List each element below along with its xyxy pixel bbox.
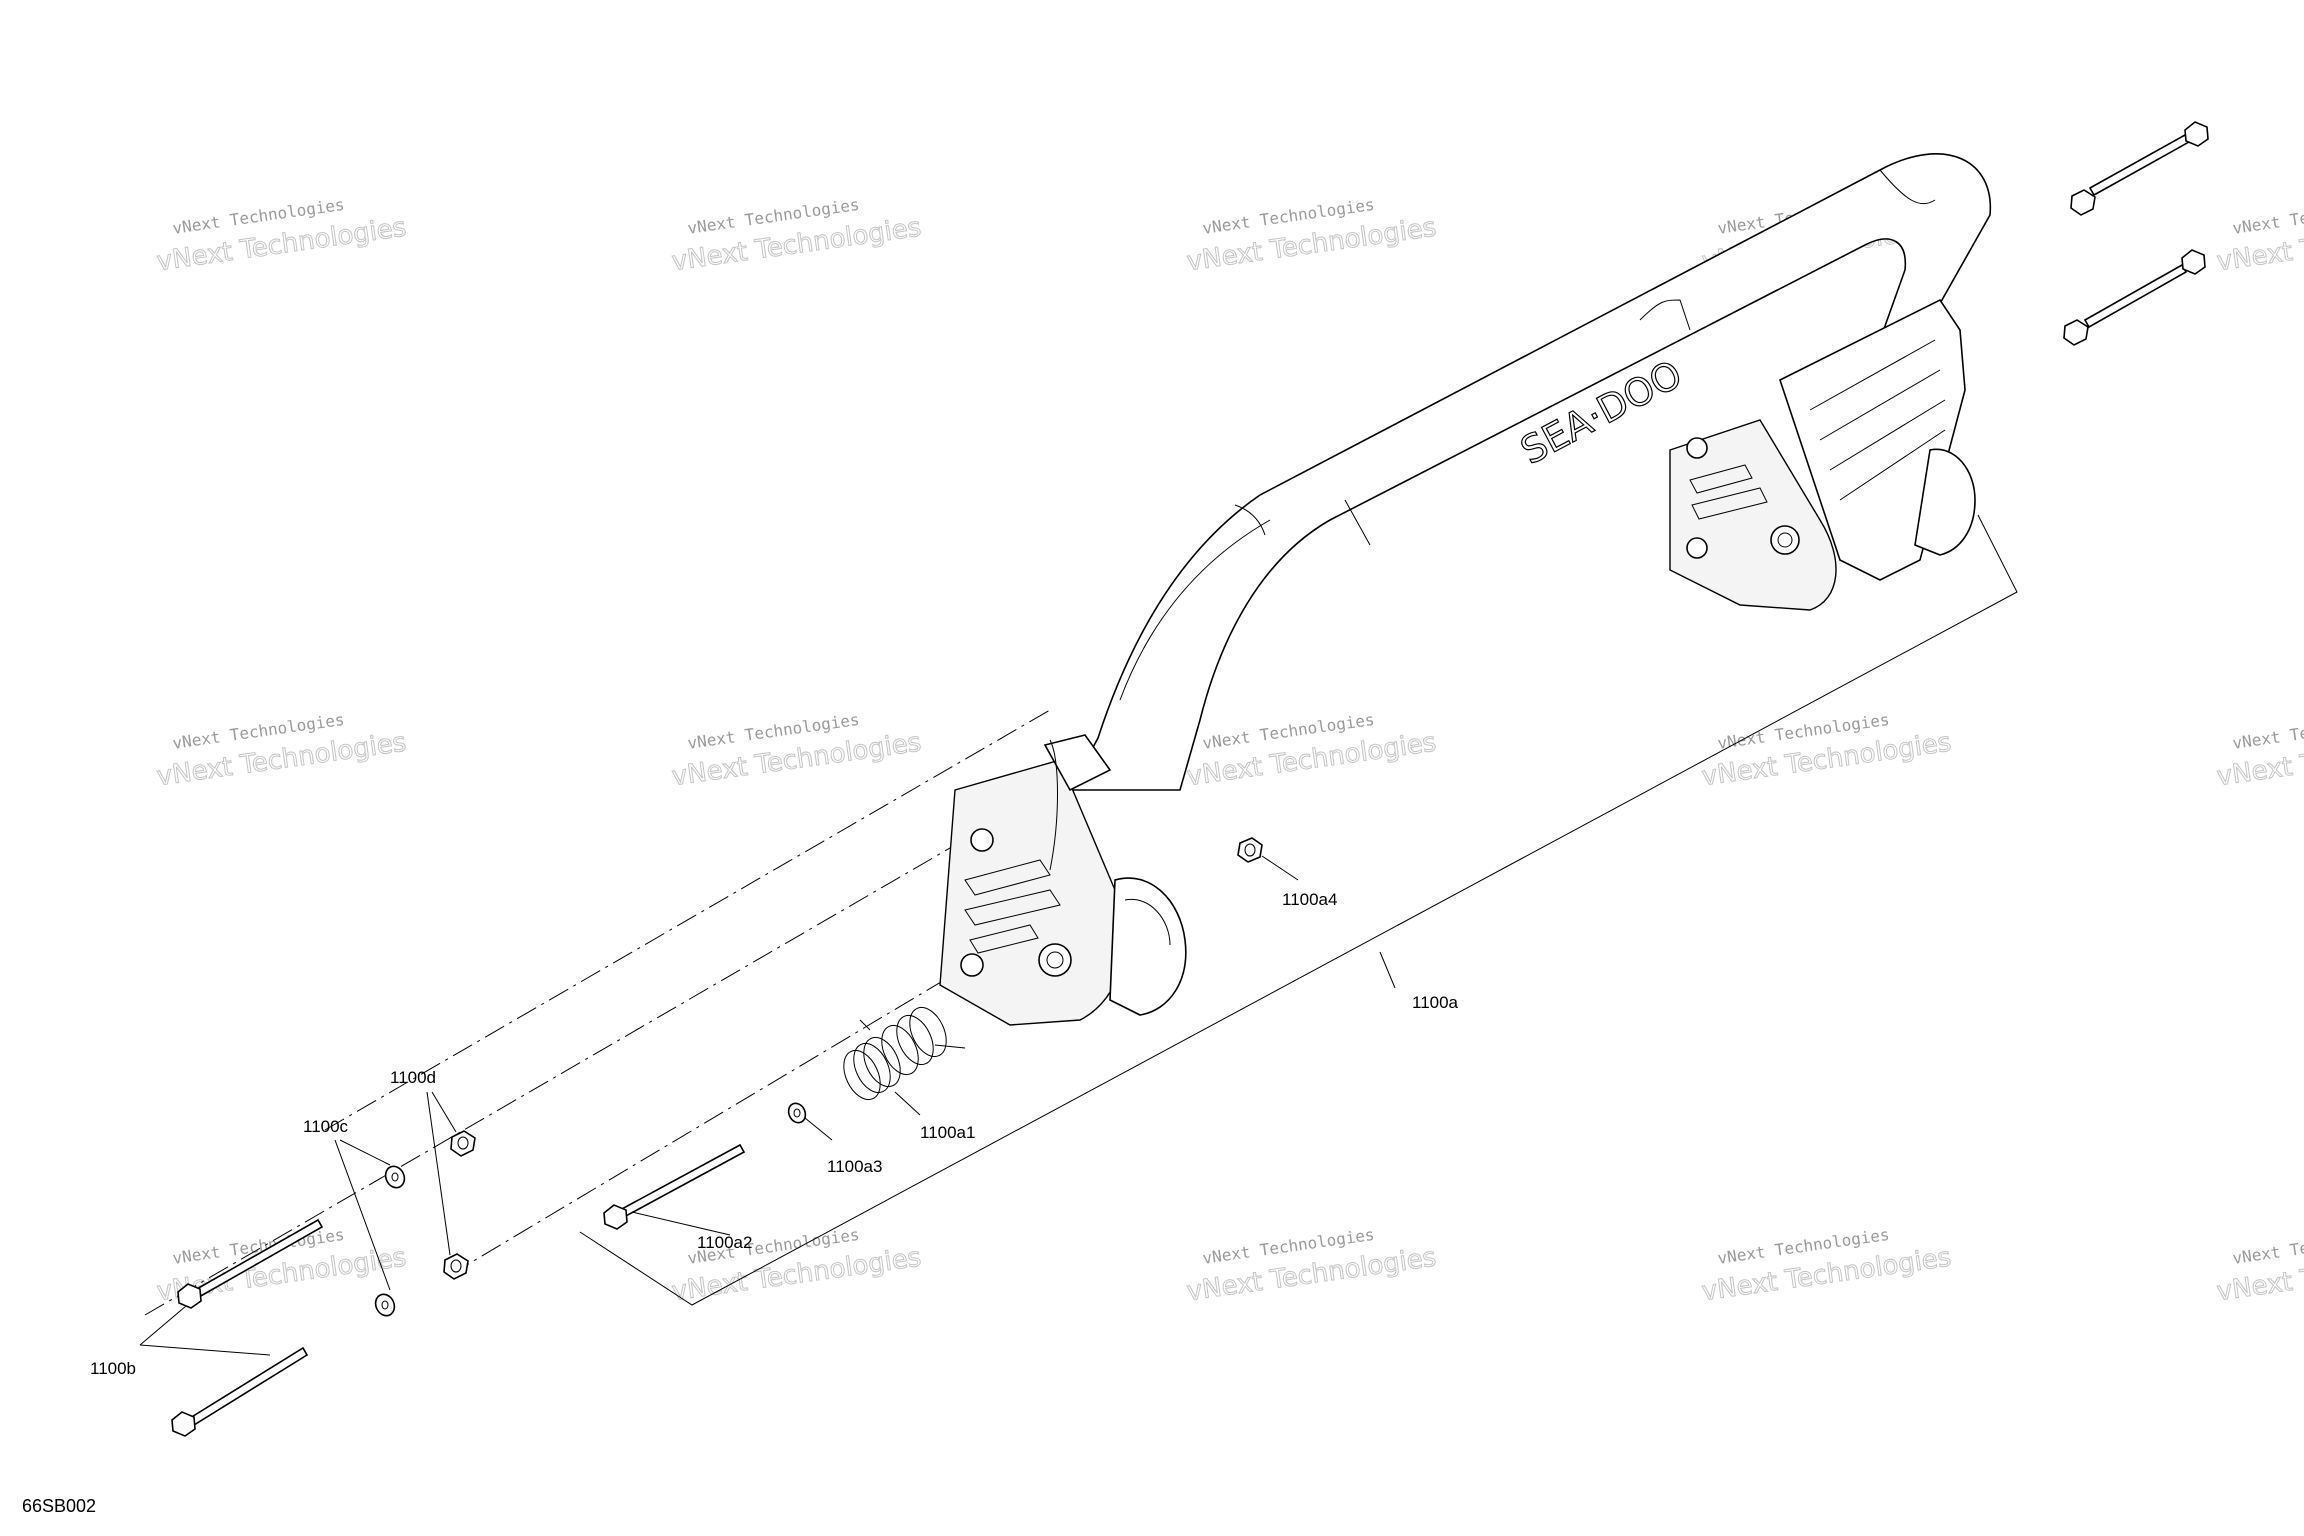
leader-lines	[139, 855, 1396, 1356]
bolt-1100a2	[603, 1143, 746, 1230]
callout-1100b: 1100b	[90, 1359, 136, 1378]
watermark-line1: vNext Technologies	[2231, 1225, 2304, 1268]
drawing-id: 66SB002	[22, 1496, 96, 1516]
bolt-1100b-lower	[171, 1346, 309, 1437]
nut-1100a4	[1237, 837, 1263, 863]
nut-1100d-lower	[443, 1253, 469, 1280]
callout-1100c: 1100c	[303, 1117, 349, 1136]
washer-1100a3	[787, 1102, 807, 1124]
callout-1100a3: 1100a3	[827, 1157, 882, 1176]
bolt-right-upper	[2070, 121, 2209, 216]
torsion-spring	[843, 1006, 966, 1101]
watermark-line1: vNext Technologies	[2231, 710, 2304, 753]
washer-1100c-upper	[384, 1165, 406, 1189]
callout-labels: 1100a 1100a1 1100a2 1100a3 1100a4 1100b …	[90, 890, 1459, 1378]
washer-1100c-lower	[374, 1293, 396, 1317]
callout-1100a1: 1100a1	[920, 1123, 975, 1142]
watermark-line1: vNext Technologies	[2231, 195, 2304, 238]
right-mount-bracket	[1669, 298, 1976, 611]
assembly-bracket	[579, 514, 2018, 1306]
nut-1100d-upper	[450, 1130, 476, 1157]
bolt-1100b-upper	[177, 1218, 324, 1309]
callout-1100d: 1100d	[390, 1068, 436, 1087]
callout-1100a2: 1100a2	[697, 1233, 752, 1252]
left-mount-bracket	[939, 734, 1187, 1026]
callout-1100a: 1100a	[1412, 993, 1459, 1012]
bolt-right-lower	[2063, 249, 2206, 346]
callout-1100a4: 1100a4	[1282, 890, 1337, 909]
